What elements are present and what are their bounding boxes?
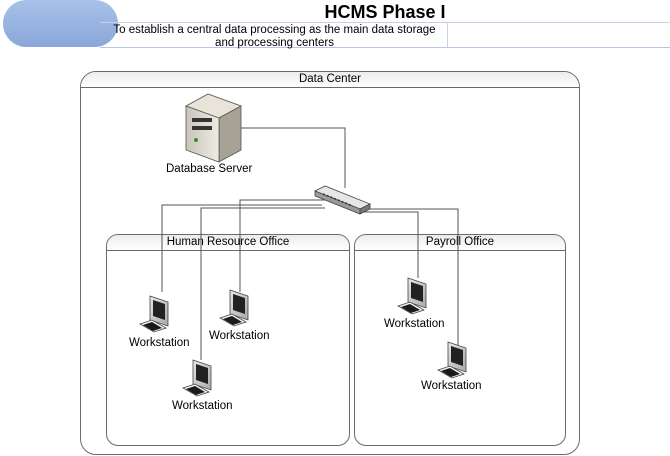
workstation-label: Workstation — [209, 330, 270, 342]
workstation-icon — [139, 295, 169, 333]
workstation-label: Workstation — [129, 337, 190, 349]
wire-switch-payroll-ws2 — [365, 208, 459, 345]
payroll-office-header — [355, 235, 565, 251]
workstation-icon — [397, 277, 427, 315]
server-icon — [185, 93, 242, 163]
network-switch-icon — [314, 185, 371, 215]
workstation-icon — [437, 341, 467, 379]
workstation-label: Workstation — [384, 318, 445, 330]
wire-switch-hr-ws1 — [161, 204, 322, 292]
connection-lines — [161, 127, 459, 360]
hr-office-label: Human Resource Office — [166, 236, 290, 248]
workstation-icon — [182, 359, 212, 397]
payroll-office-zone: Payroll Office — [354, 234, 566, 446]
subtitle-line-2: and processing centers — [215, 37, 334, 49]
workstation-icon — [219, 289, 249, 327]
workstation-label: Workstation — [172, 400, 233, 412]
wire-switch-hr-ws2 — [239, 199, 330, 292]
subtitle-line-1: To establish a central data processing a… — [113, 24, 436, 36]
banner-cell-divider — [447, 23, 448, 47]
server-label: Database Server — [166, 163, 253, 175]
data-center-header — [81, 72, 579, 88]
hr-office-header — [107, 235, 349, 251]
banner-divider — [100, 22, 670, 23]
wire-switch-hr-ws3 — [200, 207, 325, 360]
data-center-label: Data Center — [298, 73, 361, 85]
wire-switch-payroll-ws1 — [360, 211, 419, 278]
banner-accent — [3, 0, 118, 47]
wire-server-switch — [240, 127, 346, 188]
payroll-office-label: Payroll Office — [425, 236, 495, 248]
data-center-zone: Data Center — [80, 71, 580, 455]
page-title: HCMS Phase I — [324, 2, 446, 22]
workstation-label: Workstation — [421, 380, 482, 392]
banner-bar — [100, 0, 670, 48]
page-subtitle: To establish a central data processing a… — [102, 24, 447, 50]
hr-office-zone: Human Resource Office — [106, 234, 350, 446]
